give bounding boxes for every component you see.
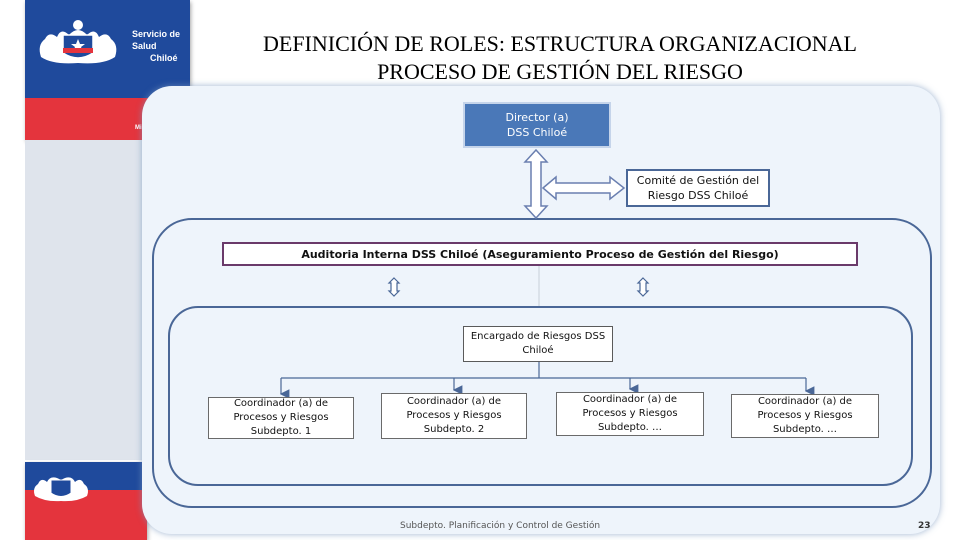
slide-title: DEFINICIÓN DE ROLES: ESTRUCTURA ORGANIZA… [205, 30, 915, 86]
coordinador-line2: Procesos y Riesgos [582, 408, 678, 419]
coat-of-arms-icon [39, 20, 117, 64]
encargado-line1: Encargado de Riesgos DSS [470, 331, 606, 342]
director-box: Director (a) DSS Chiloé [463, 102, 611, 148]
coordinador-box: Coordinador (a) de Procesos y Riesgos Su… [208, 397, 354, 439]
coordinador-line1: Coordinador (a) de [233, 398, 329, 409]
comite-box: Comité de Gestión del Riesgo DSS Chiloé [626, 169, 770, 207]
page-number: 23 [918, 521, 931, 531]
outer-group-frame [152, 218, 932, 508]
director-line2: DSS Chiloé [506, 126, 568, 139]
coordinador-line2: Procesos y Riesgos [757, 410, 853, 421]
comite-line1: Comité de Gestión del [636, 174, 760, 187]
slide-title-line2: PROCESO DE GESTIÓN DEL RIESGO [377, 59, 743, 84]
coordinador-line1: Coordinador (a) de [757, 396, 853, 407]
coordinador-line2: Procesos y Riesgos [233, 412, 329, 423]
director-line1: Director (a) [505, 111, 569, 124]
logo-block: Servicio de Salud Chiloé Minister [25, 0, 190, 140]
coordinador-line3: Subdepto. 1 [250, 426, 312, 437]
small-arrow-right [636, 277, 650, 297]
small-arrow-left [387, 277, 401, 297]
left-strip [25, 140, 145, 460]
coordinador-line1: Coordinador (a) de [582, 394, 678, 405]
encargado-box: Encargado de Riesgos DSS Chiloé [463, 326, 613, 362]
inner-group-frame [168, 306, 913, 486]
coat-of-arms-small-icon [34, 477, 88, 502]
coordinador-box: Coordinador (a) de Procesos y Riesgos Su… [556, 392, 704, 436]
encargado-line2: Chiloé [522, 345, 554, 356]
organization-name-line1: Servicio de Salud [132, 29, 181, 51]
bottom-logo-block [25, 462, 147, 540]
coordinador-box: Coordinador (a) de Procesos y Riesgos Su… [381, 393, 527, 439]
comite-line2: Riesgo DSS Chiloé [647, 189, 749, 202]
double-arrow-vertical [523, 148, 549, 220]
coordinador-line1: Coordinador (a) de [406, 396, 502, 407]
coordinador-line3: Subdepto. 2 [423, 424, 485, 435]
organization-name-line2: Chiloé [150, 53, 178, 63]
coordinador-line3: Subdepto. … [597, 422, 663, 433]
coordinador-box: Coordinador (a) de Procesos y Riesgos Su… [731, 394, 879, 438]
coordinador-line3: Subdepto. … [772, 424, 838, 435]
footer-department: Subdepto. Planificación y Control de Ges… [400, 521, 601, 531]
coordinador-line2: Procesos y Riesgos [406, 410, 502, 421]
slide-title-line1: DEFINICIÓN DE ROLES: ESTRUCTURA ORGANIZA… [263, 31, 857, 56]
auditoria-box: Auditoria Interna DSS Chiloé (Aseguramie… [222, 242, 858, 266]
double-arrow-horizontal [541, 175, 626, 201]
organization-name: Servicio de Salud Chiloé [132, 28, 190, 64]
